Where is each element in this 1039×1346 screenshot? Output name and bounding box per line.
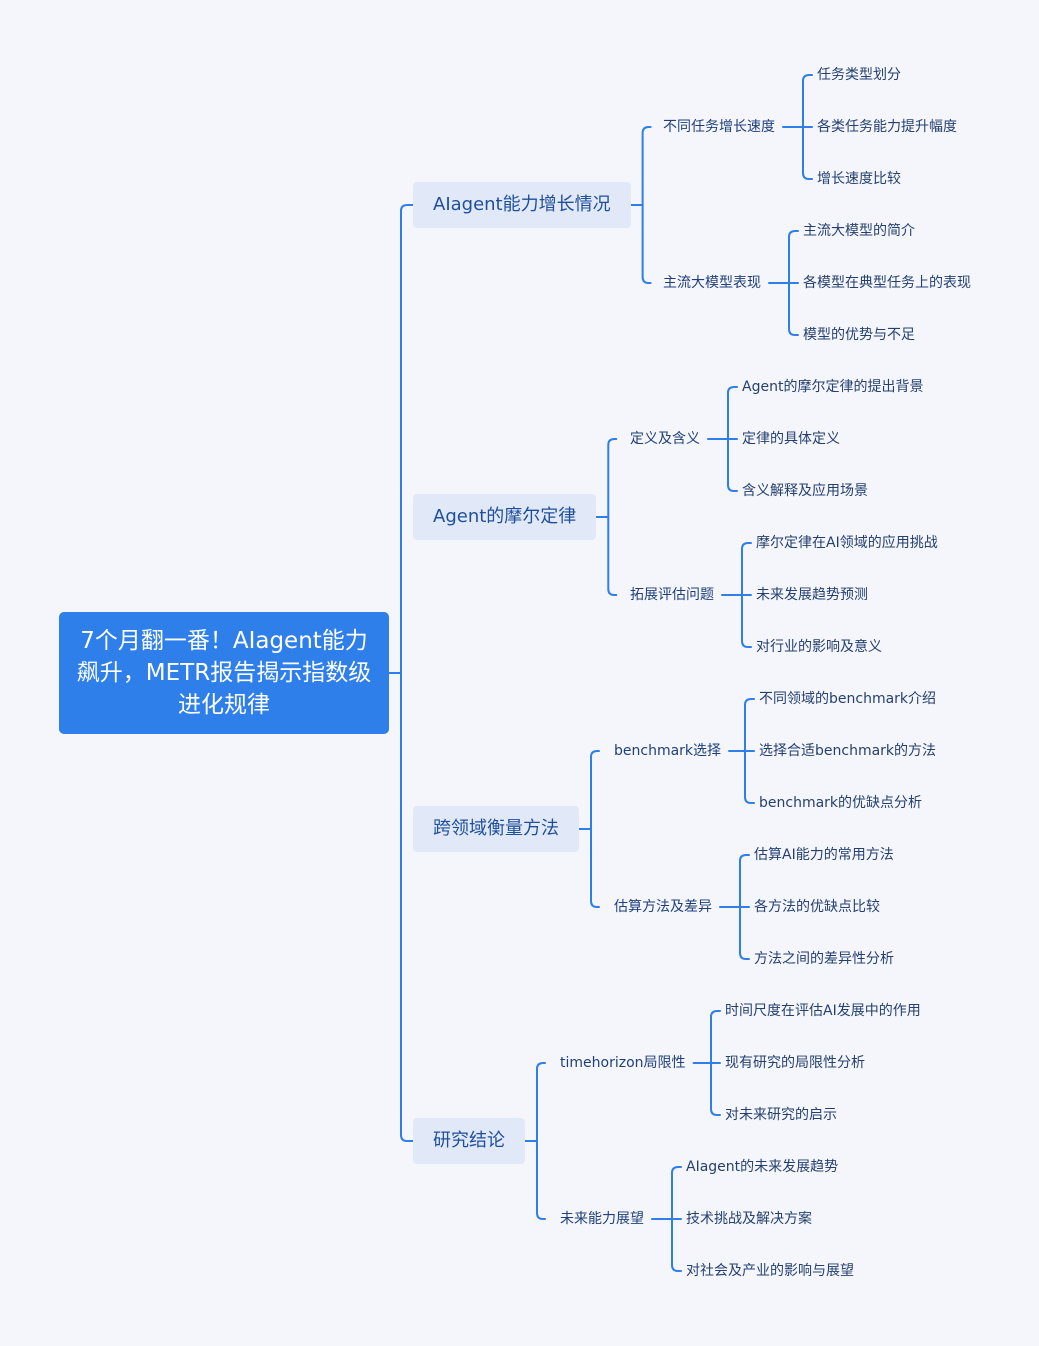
subtopic-bracket — [710, 1010, 721, 1116]
subtopic-bracket — [727, 386, 738, 492]
subtopic-bracket — [802, 74, 813, 180]
leaf-node[interactable]: AIagent的未来发展趋势 — [686, 1159, 839, 1175]
root-topic[interactable]: 7个月翻一番！AIagent能力飙升，METR报告揭示指数级进化规律 — [59, 612, 389, 734]
branch-bracket — [641, 126, 652, 284]
subtopic-bracket — [671, 1166, 682, 1272]
leaf-node[interactable]: 对未来研究的启示 — [725, 1107, 837, 1123]
leaf-node[interactable]: 任务类型划分 — [817, 67, 901, 83]
subtopic-bracket — [744, 698, 755, 804]
leaf-node[interactable]: 各模型在典型任务上的表现 — [803, 275, 971, 291]
subtopic-node[interactable]: timehorizon局限性 — [560, 1055, 686, 1071]
leaf-node[interactable]: 定律的具体定义 — [742, 431, 840, 447]
branch-bracket — [590, 750, 600, 908]
leaf-node[interactable]: 估算AI能力的常用方法 — [754, 847, 894, 863]
leaf-node[interactable]: 方法之间的差异性分析 — [754, 951, 894, 967]
subtopic-node[interactable]: 拓展评估问题 — [630, 587, 714, 603]
branch-node[interactable]: AIagent能力增长情况 — [413, 182, 631, 228]
branch-node[interactable]: Agent的摩尔定律 — [413, 494, 597, 540]
branch-bracket — [536, 1062, 546, 1220]
leaf-node[interactable]: 技术挑战及解决方案 — [686, 1211, 812, 1227]
subtopic-bracket — [788, 230, 799, 336]
leaf-node[interactable]: 摩尔定律在AI领域的应用挑战 — [756, 535, 938, 551]
leaf-node[interactable]: 主流大模型的简介 — [803, 223, 915, 239]
leaf-node[interactable]: 现有研究的局限性分析 — [725, 1055, 865, 1071]
subtopic-node[interactable]: 定义及含义 — [630, 431, 700, 447]
subtopic-node[interactable]: 未来能力展望 — [560, 1211, 644, 1227]
leaf-node[interactable]: Agent的摩尔定律的提出背景 — [742, 379, 924, 395]
leaf-node[interactable]: 选择合适benchmark的方法 — [759, 743, 937, 759]
leaf-node[interactable]: 增长速度比较 — [817, 171, 901, 187]
trunk-bracket — [400, 204, 414, 1142]
branch-node[interactable]: 跨领域衡量方法 — [413, 806, 579, 852]
subtopic-bracket — [741, 542, 752, 648]
leaf-node[interactable]: benchmark的优缺点分析 — [759, 795, 923, 811]
subtopic-node[interactable]: 主流大模型表现 — [663, 275, 761, 291]
subtopic-node[interactable]: 估算方法及差异 — [614, 899, 712, 915]
subtopic-node[interactable]: benchmark选择 — [614, 743, 722, 759]
leaf-node[interactable]: 模型的优势与不足 — [803, 327, 915, 343]
leaf-node[interactable]: 含义解释及应用场景 — [742, 483, 868, 499]
leaf-node[interactable]: 不同领域的benchmark介绍 — [759, 691, 937, 707]
leaf-node[interactable]: 时间尺度在评估AI发展中的作用 — [725, 1003, 921, 1019]
leaf-node[interactable]: 各类任务能力提升幅度 — [817, 119, 957, 135]
subtopic-bracket — [739, 854, 750, 960]
leaf-node[interactable]: 对行业的影响及意义 — [756, 639, 882, 655]
leaf-node[interactable]: 各方法的优缺点比较 — [754, 899, 880, 915]
branch-bracket — [607, 438, 618, 596]
leaf-node[interactable]: 对社会及产业的影响与展望 — [686, 1263, 854, 1279]
leaf-node[interactable]: 未来发展趋势预测 — [756, 587, 868, 603]
branch-node[interactable]: 研究结论 — [413, 1118, 525, 1164]
subtopic-node[interactable]: 不同任务增长速度 — [663, 119, 775, 135]
